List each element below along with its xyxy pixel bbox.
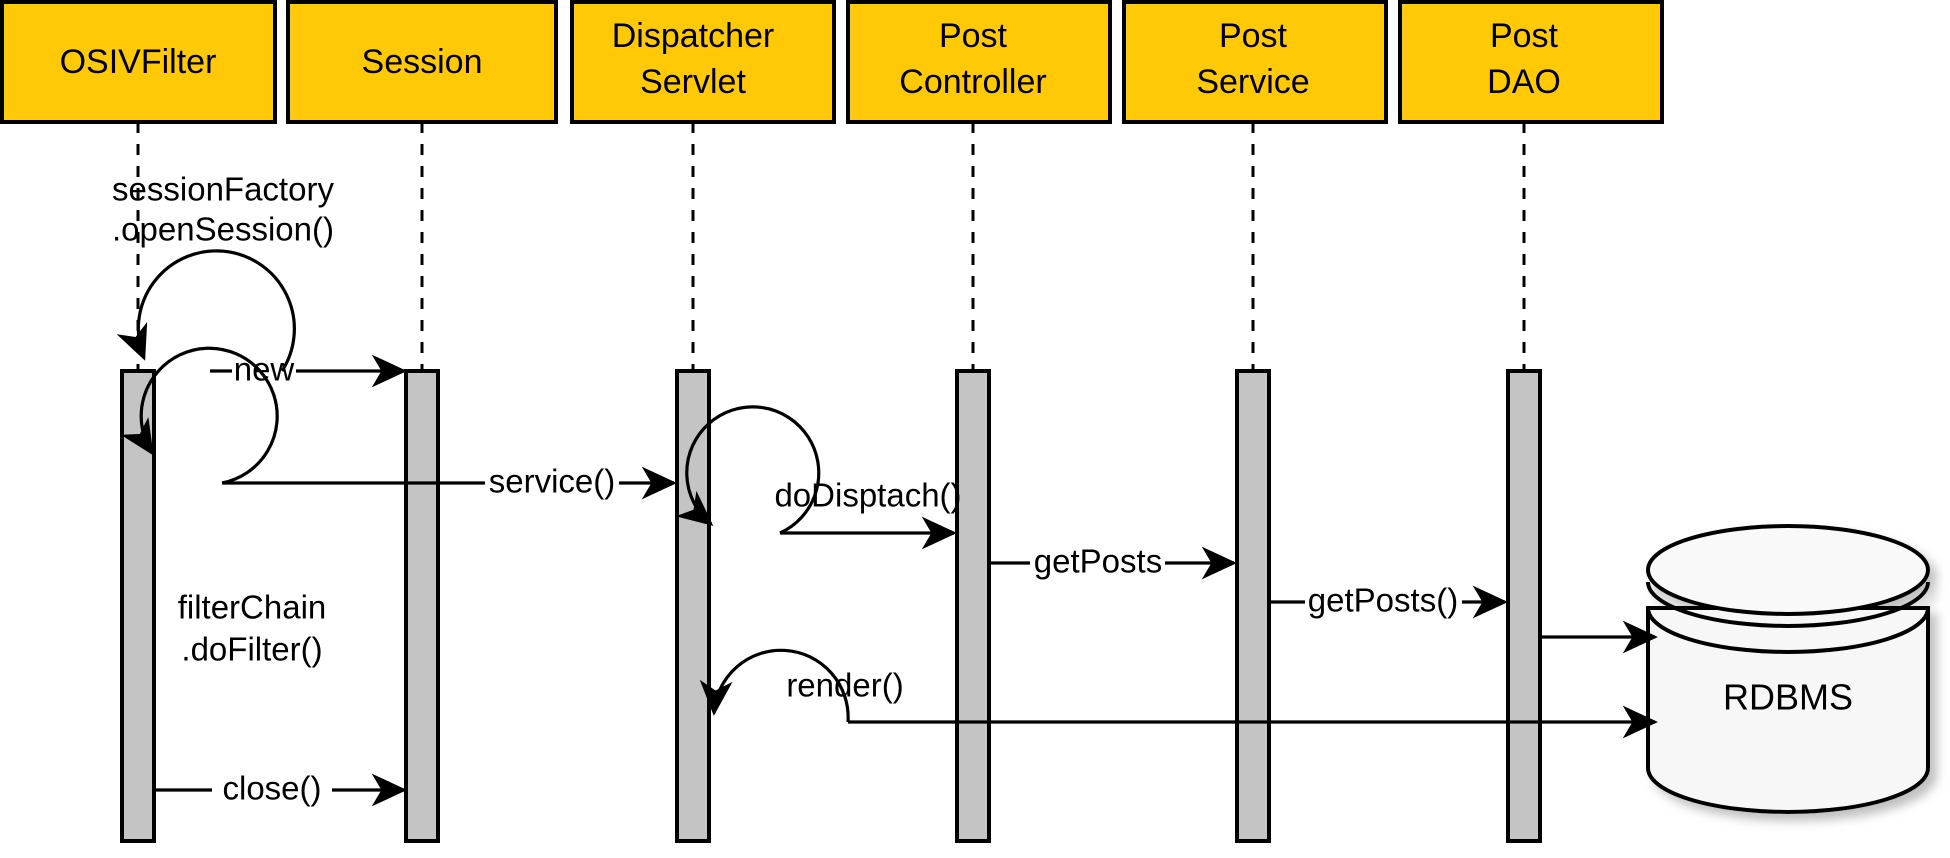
participant-label-osivfilter: OSIVFilter — [60, 43, 217, 81]
participant-dispatcher-servlet[interactable]: Dispatcher Servlet — [570, 0, 836, 124]
activation-bar-controller — [955, 369, 991, 843]
activation-bar-dao — [1506, 369, 1542, 843]
participant-box-post-service[interactable] — [1122, 0, 1388, 124]
message-label-open-session-line2: .openSession() — [112, 211, 334, 248]
participant-label-dao-line1: Post — [1490, 17, 1559, 55]
message-do-dispatch[interactable]: doDisptach() — [675, 405, 962, 535]
message-get-posts-1[interactable]: getPosts — [991, 543, 1237, 580]
self-loop-arc-render — [699, 648, 850, 723]
database-cylinder-ring-lower — [1646, 607, 1930, 654]
database-rdbms[interactable] — [1646, 524, 1930, 814]
database-label-rdbms: RDBMS — [1723, 677, 1853, 718]
lifelines-group — [136, 122, 1526, 375]
participant-label-session: Session — [362, 43, 483, 81]
message-render[interactable]: render() — [699, 648, 904, 723]
participant-post-dao[interactable]: Post DAO — [1398, 0, 1664, 124]
database-cylinder-ring-upper — [1646, 581, 1930, 628]
activation-bar-dispatcher — [675, 369, 711, 843]
participant-label-controller-line1: Post — [939, 17, 1008, 55]
message-open-session[interactable]: sessionFactory .openSession() — [112, 171, 334, 372]
message-label-render: render() — [786, 667, 903, 704]
participant-label-dispatcher-line2: Servlet — [640, 63, 746, 101]
message-label-service: service() — [489, 463, 616, 500]
participant-label-dispatcher-line1: Dispatcher — [612, 17, 775, 55]
participant-label-service-line2: Service — [1196, 63, 1309, 101]
participant-post-service[interactable]: Post Service — [1122, 0, 1388, 124]
participant-label-controller-line2: Controller — [899, 63, 1046, 101]
message-label-get-posts-2: getPosts() — [1308, 582, 1458, 619]
participant-label-dao-line2: DAO — [1487, 63, 1561, 101]
database-cylinder-top — [1646, 524, 1930, 616]
activation-bar-session — [404, 369, 440, 843]
message-label-close: close() — [222, 770, 321, 807]
participant-osivfilter[interactable]: OSIVFilter — [0, 0, 277, 124]
self-loop-arc-do-dispatch — [675, 405, 821, 535]
message-label-do-filter-line1: filterChain — [178, 589, 327, 626]
activation-bar-service — [1235, 369, 1271, 843]
participant-box-session[interactable] — [286, 0, 558, 124]
message-service[interactable]: service() — [222, 463, 677, 500]
participant-box-dispatcher-servlet[interactable] — [570, 0, 836, 124]
participant-post-controller[interactable]: Post Controller — [846, 0, 1112, 124]
message-get-posts-2[interactable]: getPosts() — [1271, 582, 1508, 619]
message-label-open-session-line1: sessionFactory — [112, 171, 334, 208]
message-do-filter[interactable]: filterChain .doFilter() — [120, 346, 327, 668]
database-cylinder-body — [1646, 606, 1930, 814]
participant-box-post-dao[interactable] — [1398, 0, 1664, 124]
message-close[interactable]: close() — [156, 770, 407, 807]
activation-bar-osivfilter — [120, 369, 156, 843]
message-label-get-posts-1: getPosts — [1034, 543, 1162, 580]
participant-box-post-controller[interactable] — [846, 0, 1112, 124]
self-loop-arc-open-session — [116, 249, 296, 372]
participant-label-service-line1: Post — [1219, 17, 1288, 55]
participant-session[interactable]: Session — [286, 0, 558, 124]
self-loop-arc-do-filter — [120, 346, 279, 485]
message-label-do-dispatch: doDisptach() — [774, 477, 961, 514]
participant-box-osivfilter[interactable] — [0, 0, 277, 124]
message-label-do-filter-line2: .doFilter() — [181, 631, 322, 668]
